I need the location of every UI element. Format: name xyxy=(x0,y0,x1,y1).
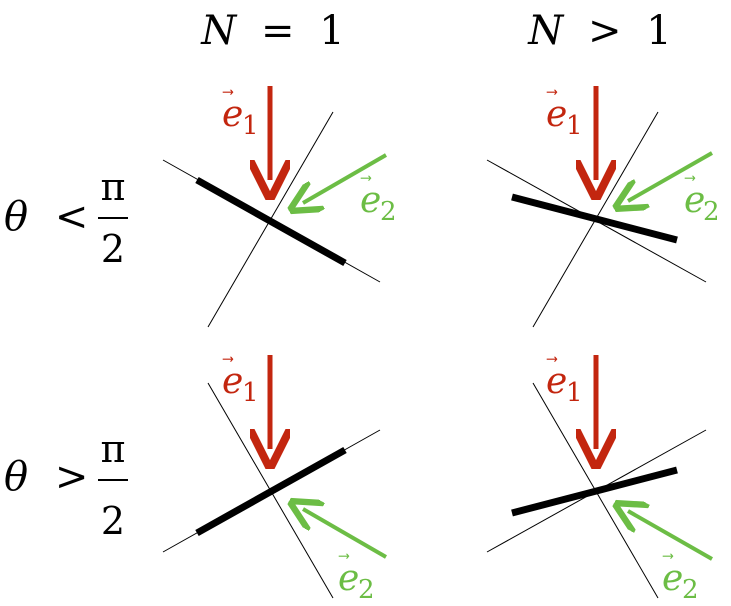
column-header-n-greater-1: N > 1 xyxy=(527,8,671,54)
vector-e1-label: e ⃗ 1 xyxy=(222,89,259,141)
row-label-theta-greater: θ > π 2 xyxy=(4,427,128,543)
vector-e2-base: e xyxy=(360,180,381,221)
panel-theta-greater-n-equal-1: e ⃗ 1 e ⃗ 2 xyxy=(162,355,388,605)
header-variable: N xyxy=(527,8,565,54)
panel-theta-less-n-greater-1: e ⃗ 1 e ⃗ 2 xyxy=(486,86,720,328)
vector-e1-label: e ⃗ 1 xyxy=(546,356,583,408)
vector-e1-label: e ⃗ 1 xyxy=(546,89,583,141)
fraction-numerator: π xyxy=(101,165,126,209)
vector-e2-base: e xyxy=(662,558,683,599)
svg-text:θ <: θ < xyxy=(4,194,88,240)
header-value: 1 xyxy=(646,8,671,54)
thick-segment xyxy=(195,446,347,537)
vector-e2-label: e ⃗ 2 xyxy=(338,553,375,605)
row-variable: θ xyxy=(4,194,28,240)
vector-e2-base: e xyxy=(684,180,705,221)
vector-e1-subscript: 1 xyxy=(242,378,259,408)
row-label-theta-less: θ < π 2 xyxy=(4,165,128,271)
vector-e2-label: e ⃗ 2 xyxy=(662,553,699,605)
panel-theta-less-n-equal-1: e ⃗ 1 e ⃗ 2 xyxy=(162,86,397,328)
row-relation: > xyxy=(55,454,89,500)
vector-e1-base: e xyxy=(222,361,243,402)
thick-segment xyxy=(511,466,678,517)
vector-e2-subscript: 2 xyxy=(682,575,699,605)
fraction-denominator: 2 xyxy=(101,499,125,543)
row-variable: θ xyxy=(4,454,28,500)
fraction-denominator: 2 xyxy=(101,227,125,271)
vector-e1-subscript: 1 xyxy=(566,111,583,141)
vector-e2-arrow xyxy=(628,511,713,561)
svg-text:N = 1: N = 1 xyxy=(200,8,344,54)
header-relation: = xyxy=(261,8,295,54)
vector-e2-arrow xyxy=(303,509,388,559)
vector-e2-label: e ⃗ 2 xyxy=(684,175,720,227)
header-variable: N xyxy=(200,8,238,54)
svg-text:θ >: θ > xyxy=(4,454,88,500)
thick-segment xyxy=(511,193,678,244)
panel-theta-greater-n-greater-1: e ⃗ 1 e ⃗ 2 xyxy=(486,355,713,605)
header-value: 1 xyxy=(319,8,344,54)
vector-e1-base: e xyxy=(546,94,567,135)
vector-e1-subscript: 1 xyxy=(566,378,583,408)
vector-e1-base: e xyxy=(222,94,243,135)
vector-e1-base: e xyxy=(546,361,567,402)
vector-e2-subscript: 2 xyxy=(703,197,720,227)
row-relation: < xyxy=(55,194,89,240)
vector-e2-arrow xyxy=(303,153,388,203)
vector-e2-subscript: 2 xyxy=(380,197,397,227)
vector-e2-base: e xyxy=(338,558,359,599)
header-relation: > xyxy=(588,8,622,54)
vector-e1-subscript: 1 xyxy=(242,111,259,141)
vector-e2-subscript: 2 xyxy=(358,575,375,605)
fraction-numerator: π xyxy=(101,427,126,471)
thick-segment xyxy=(195,176,347,267)
vector-e2-arrow xyxy=(628,151,713,201)
svg-text:N > 1: N > 1 xyxy=(527,8,671,54)
column-header-n-equal-1: N = 1 xyxy=(200,8,344,54)
vector-e1-label: e ⃗ 1 xyxy=(222,356,259,408)
vector-e2-label: e ⃗ 2 xyxy=(360,175,397,227)
